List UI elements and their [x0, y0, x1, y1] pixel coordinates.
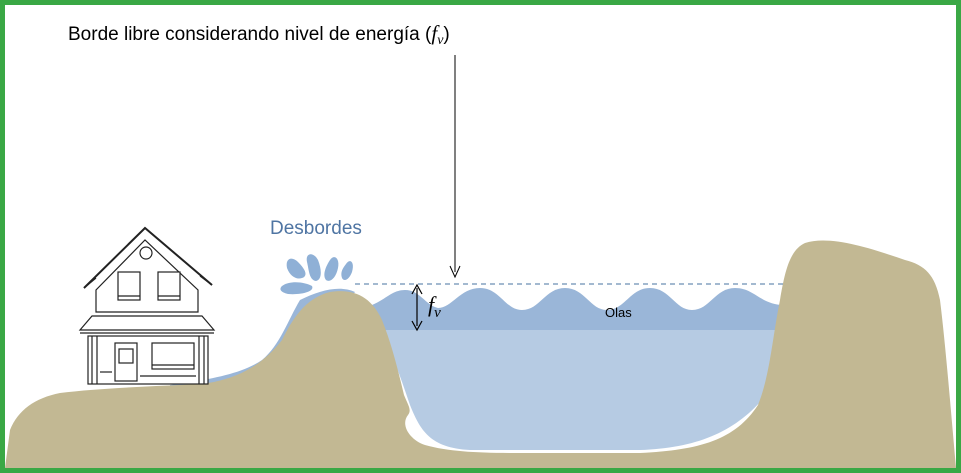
desbordes-label: Desbordes [270, 218, 362, 239]
splash-droplets [280, 254, 353, 295]
ground-left [5, 240, 956, 468]
house [78, 226, 216, 385]
title-arrow [449, 55, 461, 279]
diagram-title: Borde libre considerando nivel de energí… [68, 21, 450, 48]
freeboard-double-arrow [411, 283, 423, 332]
freeboard-diagram: Borde libre considerando nivel de energí… [5, 21, 956, 468]
reservoir-water [372, 320, 790, 450]
wave-band [372, 288, 785, 330]
freeboard-symbol: fv [428, 292, 441, 321]
waves-label: Olas [605, 305, 632, 320]
